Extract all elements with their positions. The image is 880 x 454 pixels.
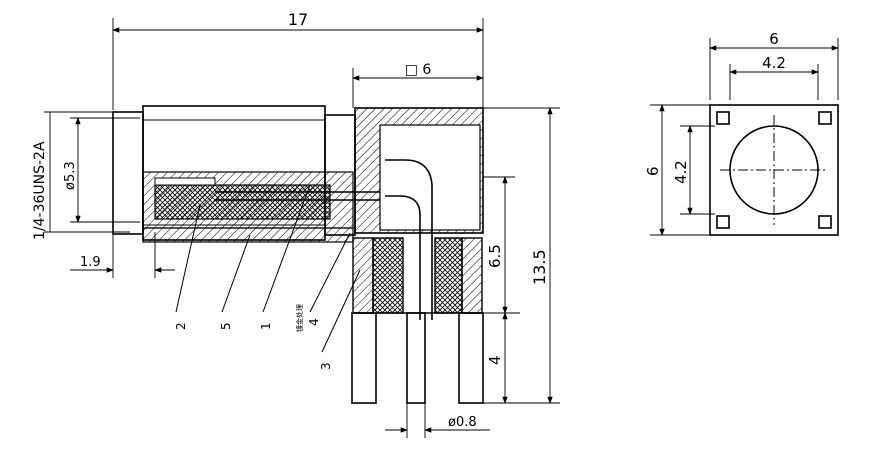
thread-spec-label: 1/4-36UNS-2A bbox=[32, 141, 48, 240]
dim-17-label: 17 bbox=[288, 10, 308, 29]
dim-overall-length: 17 bbox=[112, 10, 484, 110]
leg-left bbox=[351, 312, 377, 404]
callout-3: 3 bbox=[319, 362, 333, 370]
end-pin-spacing-h-label: 4.2 bbox=[762, 54, 786, 72]
center-pin bbox=[406, 312, 426, 404]
dim-pin-diameter: ø0.8 bbox=[385, 403, 490, 438]
pin-diameter-label: ø0.8 bbox=[448, 415, 477, 430]
corner-pin bbox=[818, 215, 832, 229]
callout-5: 5 bbox=[219, 322, 233, 330]
callout-4: 4 bbox=[307, 318, 321, 326]
callout-1: 1 bbox=[259, 322, 273, 330]
dim-leg-height: 4 bbox=[483, 312, 520, 404]
end-width-label: 6 bbox=[769, 30, 779, 48]
dim-square-label: □ 6 bbox=[405, 62, 432, 78]
height-total-label: 13.5 bbox=[530, 249, 549, 285]
side-view: 17 □ 6 1/4-36UNS-2A ø5.3 1.9 bbox=[32, 10, 560, 438]
end-body bbox=[709, 104, 839, 236]
pin-height-label: 6.5 bbox=[486, 244, 504, 268]
dielectric bbox=[154, 184, 331, 220]
leg-right bbox=[458, 312, 484, 404]
dim-body-square: □ 6 bbox=[352, 62, 484, 108]
end-height-label: 6 bbox=[644, 166, 662, 176]
tiny-note: 镀金处理 bbox=[295, 304, 304, 332]
end-pin-spacing-v-label: 4.2 bbox=[672, 160, 690, 184]
leg-height-label: 4 bbox=[486, 355, 504, 365]
callout-2: 2 bbox=[174, 322, 188, 330]
corner-pin bbox=[818, 111, 832, 125]
end-view: 6 4.2 6 4.2 bbox=[644, 30, 839, 236]
offset-label: 1.9 bbox=[80, 255, 101, 270]
dim-pin-height: 6.5 bbox=[483, 176, 520, 314]
thread-nose bbox=[112, 111, 144, 235]
dim-diameter: ø5.3 bbox=[63, 117, 140, 223]
dim-offset: 1.9 bbox=[70, 232, 175, 278]
diameter-label: ø5.3 bbox=[63, 161, 78, 190]
corner-pin bbox=[716, 215, 730, 229]
corner-pin bbox=[716, 111, 730, 125]
